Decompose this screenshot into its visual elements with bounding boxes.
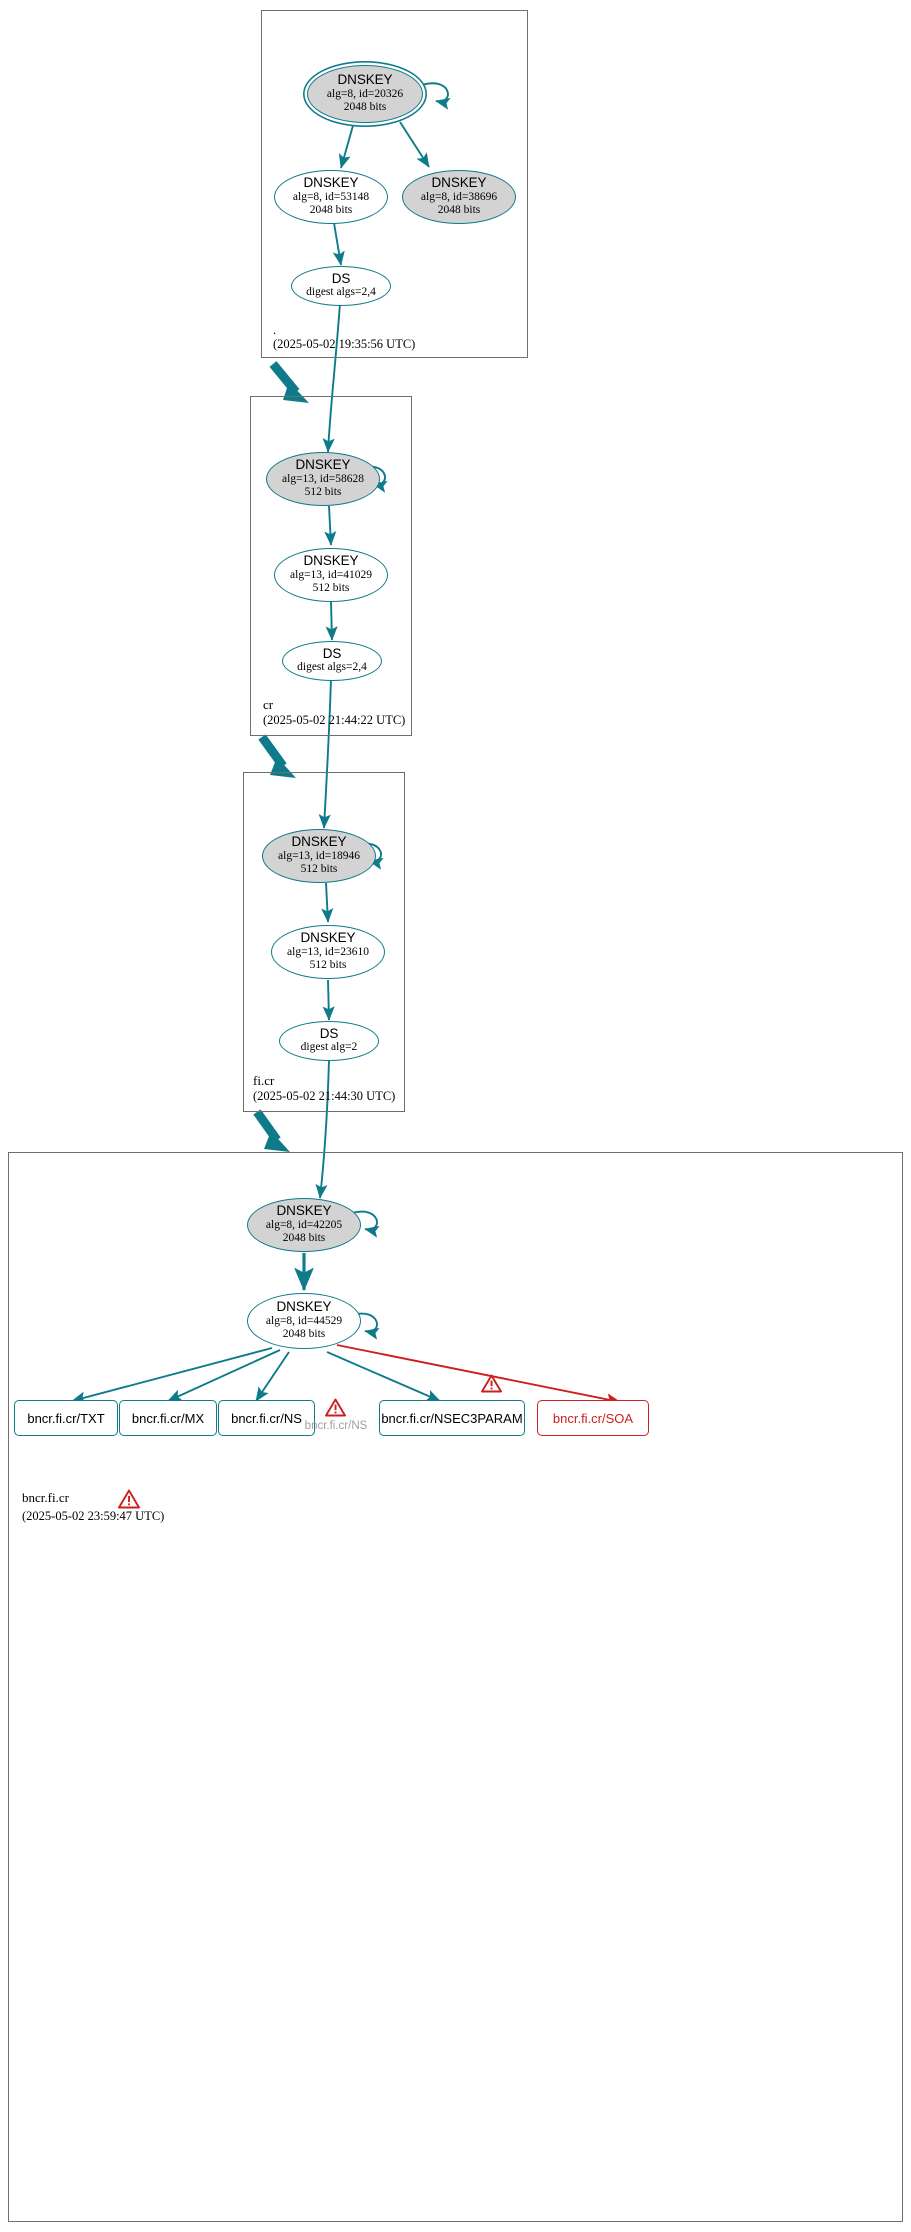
node-bits: 2048 bits [343, 101, 387, 114]
edge-root-ksk-to-root-other [399, 121, 430, 168]
zone-label-ficr: fi.cr [253, 1073, 275, 1088]
edge-cr-zsk-to-cr-ds [325, 601, 338, 641]
node-bits: 2048 bits [282, 1232, 326, 1245]
node-type-label: DNSKEY [291, 834, 347, 850]
node-root-ds[interactable]: DS digest algs=2,4 [291, 266, 391, 306]
edge-root-ksk-to-root-zsk [338, 121, 355, 169]
node-cr-ds[interactable]: DS digest algs=2,4 [282, 641, 382, 681]
edge-root-ds-to-cr-ksk [322, 302, 341, 453]
rrset-ns-warning-icon[interactable] [325, 1398, 346, 1417]
node-alg-id: alg=8, id=38696 [420, 190, 498, 203]
delegation-arrow-ficr-to-bncr [253, 1109, 290, 1152]
zone-box-ficr [243, 772, 405, 1112]
node-type-label: DNSKEY [303, 553, 359, 569]
node-bits: 512 bits [309, 959, 347, 972]
zone-label-bncrficr: bncr.fi.cr [22, 1490, 69, 1505]
node-root-zsk[interactable]: DNSKEY alg=8, id=53148 2048 bits [274, 170, 388, 224]
node-bits: 2048 bits [309, 204, 353, 217]
zone-box-bncrficr [8, 1152, 903, 2222]
rrset-bncr-fi-cr-txt[interactable]: bncr.fi.cr/TXT [14, 1400, 118, 1436]
zone-timestamp-bncrficr: (2025-05-02 23:59:47 UTC) [22, 1509, 165, 1523]
node-ficr-ds[interactable]: DS digest alg=2 [279, 1021, 379, 1061]
node-type-label: DS [319, 1026, 339, 1042]
self-loop-root-ksk [421, 82, 451, 110]
edge-bncr-zsk-to-mx [167, 1349, 281, 1402]
node-ficr-ksk[interactable]: DNSKEY alg=13, id=18946 512 bits [262, 829, 376, 883]
node-type-label: DNSKEY [303, 175, 359, 191]
node-cr-zsk[interactable]: DNSKEY alg=13, id=41029 512 bits [274, 548, 388, 602]
zone-timestamp-root: (2025-05-02 19:35:56 UTC) [273, 337, 416, 351]
edge-cr-ds-to-ficr-ksk [318, 678, 332, 829]
edge-bncr-zsk-to-nsec3param [326, 1351, 441, 1402]
zone-box-root [261, 10, 528, 358]
node-type-label: DS [322, 646, 342, 662]
rrset-bncr-fi-cr-ns-unsigned-label: bncr.fi.cr/NS [304, 1420, 368, 1432]
node-cr-ksk[interactable]: DNSKEY alg=13, id=58628 512 bits [266, 452, 380, 506]
node-alg-id: alg=13, id=23610 [287, 945, 369, 958]
node-digest-algs: digest algs=2,4 [297, 661, 367, 674]
zone-timestamp-cr: (2025-05-02 21:44:22 UTC) [263, 713, 406, 727]
self-loop-bncr-ksk [351, 1210, 380, 1238]
zone-label-cr: cr [263, 697, 274, 712]
node-bncr-zsk[interactable]: DNSKEY alg=8, id=44529 2048 bits [247, 1293, 361, 1349]
soa-edge-warning-icon[interactable] [481, 1374, 502, 1393]
edge-bncr-zsk-to-soa-error [336, 1344, 621, 1406]
node-alg-id: alg=13, id=58628 [282, 472, 364, 485]
edge-ficr-zsk-to-ficr-ds [322, 979, 335, 1021]
node-alg-id: alg=13, id=41029 [290, 568, 372, 581]
rrset-bncr-fi-cr-mx[interactable]: bncr.fi.cr/MX [119, 1400, 217, 1436]
edge-root-zsk-to-root-ds [332, 222, 345, 266]
node-bits: 512 bits [300, 863, 338, 876]
node-bits: 512 bits [304, 486, 342, 499]
node-type-label: DNSKEY [276, 1299, 332, 1315]
edge-ficr-ksk-to-ficr-zsk [321, 882, 334, 923]
zone-label-root: . [273, 322, 277, 337]
node-digest-algs: digest algs=2,4 [306, 286, 376, 299]
rrset-bncr-fi-cr-ns[interactable]: bncr.fi.cr/NS [218, 1400, 315, 1436]
node-digest-algs: digest alg=2 [300, 1041, 358, 1054]
edge-bncr-zsk-to-ns [255, 1351, 290, 1402]
delegation-arrow-root-to-cr [269, 361, 309, 403]
node-type-label: DNSKEY [300, 930, 356, 946]
zone-warning-icon[interactable] [118, 1489, 140, 1509]
zone-box-cr [250, 396, 412, 736]
rrset-bncr-fi-cr-soa[interactable]: bncr.fi.cr/SOA [537, 1400, 649, 1436]
node-ficr-zsk[interactable]: DNSKEY alg=13, id=23610 512 bits [271, 925, 385, 979]
node-root-dnskey-38696[interactable]: DNSKEY alg=8, id=38696 2048 bits [402, 170, 516, 224]
node-bits: 512 bits [312, 582, 350, 595]
edge-cr-ksk-to-cr-zsk [324, 505, 337, 546]
node-type-label: DNSKEY [337, 72, 393, 88]
node-type-label: DNSKEY [276, 1203, 332, 1219]
edge-ficr-ds-to-bncr-ksk [315, 1059, 330, 1199]
node-alg-id: alg=8, id=53148 [292, 190, 370, 203]
node-alg-id: alg=8, id=42205 [265, 1218, 343, 1231]
node-alg-id: alg=8, id=44529 [265, 1314, 343, 1327]
node-bncr-ksk[interactable]: DNSKEY alg=8, id=42205 2048 bits [247, 1198, 361, 1252]
node-type-label: DS [331, 271, 351, 287]
node-alg-id: alg=8, id=20326 [326, 87, 404, 100]
node-type-label: DNSKEY [431, 175, 487, 191]
edge-bncr-zsk-to-txt [71, 1347, 273, 1404]
node-bits: 2048 bits [437, 204, 481, 217]
node-type-label: DNSKEY [295, 457, 351, 473]
zone-timestamp-ficr: (2025-05-02 21:44:30 UTC) [253, 1089, 396, 1103]
node-bits: 2048 bits [282, 1328, 326, 1341]
node-alg-id: alg=13, id=18946 [278, 849, 360, 862]
rrset-bncr-fi-cr-nsec3param[interactable]: bncr.fi.cr/NSEC3PARAM [379, 1400, 525, 1436]
node-root-ksk[interactable]: DNSKEY alg=8, id=20326 2048 bits [307, 65, 423, 123]
